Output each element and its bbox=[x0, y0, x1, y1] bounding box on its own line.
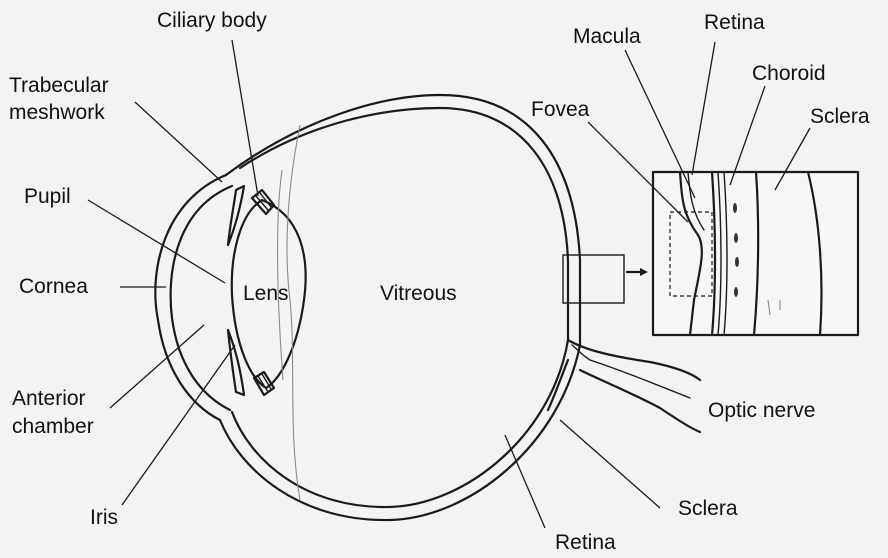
label-trabecular-line2: meshwork bbox=[9, 100, 105, 125]
label-sclera-top: Sclera bbox=[810, 104, 870, 129]
optic-nerve-lower bbox=[548, 360, 700, 432]
sclera-outer-outline bbox=[220, 95, 580, 520]
leader-choroid bbox=[730, 86, 765, 185]
label-anterior-line2: chamber bbox=[12, 414, 94, 439]
leader-ciliary-body bbox=[232, 40, 258, 196]
label-vitreous: Vitreous bbox=[380, 281, 457, 306]
arrow-icon bbox=[640, 268, 648, 276]
ciliary-body-lower bbox=[254, 372, 274, 395]
label-optic-nerve: Optic nerve bbox=[708, 398, 815, 423]
leader-sclera-bottom bbox=[560, 420, 660, 508]
label-anterior-line1: Anterior bbox=[12, 386, 86, 411]
label-macula: Macula bbox=[573, 24, 641, 49]
label-retina-top: Retina bbox=[704, 10, 765, 35]
cornea-outer bbox=[155, 175, 226, 420]
leader-retina-top bbox=[692, 42, 715, 175]
iris-lower bbox=[228, 330, 244, 395]
ciliary-body-upper bbox=[252, 190, 274, 214]
iris-upper bbox=[228, 186, 244, 245]
label-pupil: Pupil bbox=[24, 184, 71, 209]
label-ciliary-body: Ciliary body bbox=[157, 8, 267, 33]
label-retina-bottom: Retina bbox=[555, 530, 616, 555]
label-iris: Iris bbox=[90, 505, 118, 530]
label-lens: Lens bbox=[243, 281, 289, 306]
macula-highlight-box bbox=[563, 255, 624, 303]
label-cornea: Cornea bbox=[19, 274, 88, 299]
label-fovea: Fovea bbox=[531, 97, 589, 122]
label-trabecular-line1: Trabecular bbox=[9, 73, 109, 98]
leader-retina-bottom bbox=[505, 435, 545, 528]
leader-trabecular bbox=[135, 102, 222, 182]
leader-iris bbox=[122, 345, 235, 505]
label-choroid: Choroid bbox=[752, 61, 826, 86]
retina-inner-outline bbox=[232, 108, 568, 507]
label-sclera-bottom: Sclera bbox=[678, 496, 738, 521]
cornea-inner bbox=[171, 186, 232, 410]
